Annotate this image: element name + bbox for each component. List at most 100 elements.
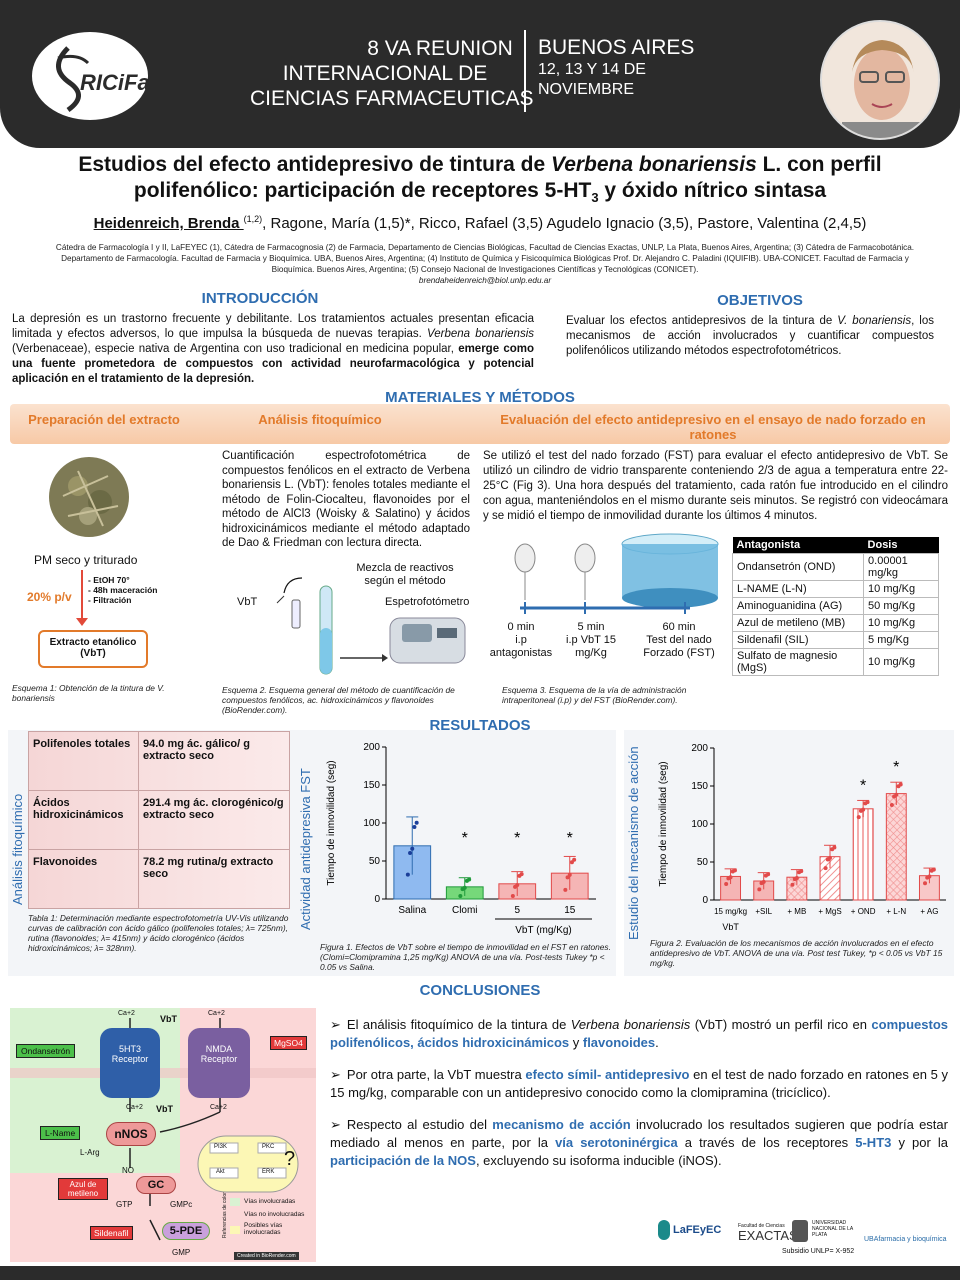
- data-point: [519, 872, 524, 877]
- prep-step: - 48h maceración: [88, 585, 158, 595]
- c3-a: Respecto al estudio del: [346, 1117, 493, 1132]
- significance-star: *: [860, 777, 866, 794]
- x-tick-label: + AG: [920, 907, 938, 916]
- ca-label: Ca+2: [208, 1010, 225, 1017]
- conclusion-2: ➢Por otra parte, la VbT muestra efecto s…: [330, 1066, 948, 1102]
- intro-text-2: (Verbenaceae), especie nativa de Argenti…: [12, 343, 459, 355]
- table-row: Ondansetrón (OND)0.00001 mg/kg: [731, 553, 939, 581]
- gtp-label: GTP: [116, 1200, 133, 1209]
- phyto-scheme-illustration: [276, 577, 466, 675]
- larg-label: L-Arg: [80, 1148, 100, 1157]
- exactas-small: Facultad de Ciencias: [738, 1223, 785, 1229]
- conclusion-3: ➢Respecto al estudio del mecanismo de ac…: [330, 1116, 948, 1170]
- data-point: [799, 869, 804, 874]
- c2-b: efecto símil- antidepresivo: [525, 1067, 690, 1082]
- prep-ratio: 20% p/v: [27, 590, 72, 604]
- c2-a: Por otra parte, la VbT muestra: [346, 1067, 526, 1082]
- c1-f: flavonoides: [582, 1035, 656, 1050]
- y-tick-label: 100: [363, 818, 380, 829]
- legend: Vías involucradas Vías no involucradas P…: [244, 1198, 316, 1236]
- mechanism-diagram: Ca+2 Ca+2 VbT 5HT3 Receptor NMDA Recepto…: [10, 1008, 316, 1262]
- group-label: VbT (mg/Kg): [515, 925, 572, 936]
- data-point: [856, 815, 861, 820]
- fig-2-caption: Figura 2. Evaluación de los mecanismos d…: [650, 938, 943, 968]
- phyto-value: 94.0 mg ác. gálico/ g extracto seco: [138, 731, 290, 791]
- poster-title: Estudios del efecto antidepresivo de tin…: [30, 152, 930, 211]
- nmda-receptor: NMDA Receptor: [200, 1044, 238, 1064]
- authors: Heidenreich, Brenda (1,2), Ragone, María…: [30, 214, 930, 232]
- exactas-logo: Facultad de Ciencias EXACTAS: [738, 1222, 798, 1242]
- y-tick-label: 150: [363, 780, 380, 791]
- objectives-text-2: , los mecanismos de acción involucrados …: [566, 315, 934, 357]
- no-label: NO: [122, 1166, 134, 1175]
- data-point: [462, 885, 467, 890]
- gmpc-label: GMPc: [170, 1200, 193, 1209]
- title-line-2b: y óxido nítrico sintasa: [598, 179, 827, 202]
- x-tick-label: + MB: [787, 907, 806, 916]
- data-point: [927, 874, 932, 879]
- phyto-value: 78.2 mg rutina/g extracto seco: [138, 849, 290, 909]
- data-point: [923, 881, 928, 886]
- contact-email: brendaheidenreich@biol.unlp.edu.ar: [418, 276, 552, 285]
- x-tick-label: Salina: [398, 905, 426, 916]
- c1-a: El análisis fitoquímico de la tintura de: [346, 1017, 571, 1032]
- scheme-3-caption: Esquema 3. Esquema de la vía de administ…: [502, 685, 687, 705]
- fig1-side-label: Actividad antidepresiva FST: [298, 768, 313, 930]
- data-point: [732, 868, 737, 873]
- table-row: Sildenafil (SIL)5 mg/Kg: [731, 631, 939, 649]
- phyto-compound: Polifenoles totales: [28, 731, 139, 791]
- title-line-2a: polifenólico: participación de receptore…: [133, 179, 592, 202]
- methods-sub-fst: Evaluación del efecto antidepresivo en e…: [500, 412, 926, 442]
- x-tick-label: +SIL: [755, 907, 772, 916]
- header-divider: [524, 30, 526, 112]
- y-tick-label: 200: [691, 743, 708, 754]
- sildenafil-box: Sildenafil: [90, 1226, 133, 1240]
- y-tick-label: 100: [691, 819, 708, 830]
- y-tick-label: 50: [697, 857, 709, 868]
- timeline-desc: i.p VbT 15: [566, 634, 616, 646]
- significance-star: *: [514, 830, 520, 847]
- ant-name: Azul de metileno (MB): [731, 614, 865, 632]
- timeline-time: 0 min: [507, 621, 535, 633]
- data-point: [510, 893, 515, 898]
- spectro-label: Espetrofotómetro: [385, 596, 470, 608]
- data-point: [563, 887, 568, 892]
- data-point: [515, 883, 520, 888]
- significance-star: *: [893, 759, 899, 776]
- lafeyec-icon: [658, 1220, 670, 1240]
- city: BUENOS AIRES: [538, 36, 695, 59]
- affiliations-text: Cátedra de Farmacología I y II, LaFEYEC …: [55, 243, 915, 274]
- phyto-method-text: Cuantificación espectrofotométrica de co…: [222, 450, 470, 549]
- prep-arrow: [81, 570, 83, 620]
- unlp-text: UNIVERSIDAD NACIONAL DE LA PLATA: [812, 1220, 853, 1238]
- y-axis-label: Tiempo de inmovilidad (seg): [326, 760, 337, 885]
- group-label: VbT: [722, 922, 739, 932]
- ant-dose: 10 mg/Kg: [863, 648, 939, 676]
- ant-header: Dosis: [863, 537, 939, 554]
- conclusions-heading: CONCLUSIONES: [419, 982, 541, 999]
- y-axis-label: Tiempo de inmovilidad (seg): [658, 761, 669, 886]
- question-mark: ?: [284, 1148, 296, 1170]
- lafeyec-text: LaFEyEC: [673, 1223, 722, 1236]
- phyto-side-label: Análisis fitoquímico: [10, 793, 25, 905]
- conf-line-2-wrap: INTERNACIONAL DE CIENCIAS FARMACEUTICAS: [250, 61, 534, 111]
- erk-label: ERK: [262, 1169, 275, 1175]
- methods-sub-phyto: Análisis fitoquímico: [258, 412, 382, 427]
- data-point: [728, 875, 733, 880]
- c3-b: mecanismo de acción: [492, 1117, 631, 1132]
- prep-output: Extracto etanólico (VbT): [38, 630, 148, 668]
- scheme-2-caption: Esquema 2. Esquema general del método de…: [222, 685, 455, 715]
- ant-name: Sildenafil (SIL): [731, 631, 865, 649]
- other-authors: , Ragone, María (1,5)*, Ricco, Rafael (3…: [262, 215, 867, 232]
- data-point: [408, 851, 413, 856]
- timeline-desc: Forzado (FST): [643, 647, 715, 659]
- data-point: [828, 855, 832, 860]
- data-point: [757, 887, 762, 892]
- x-tick-label: + L-N: [886, 907, 906, 916]
- vbt-label: VbT: [237, 596, 258, 608]
- main-author: Heidenreich, Brenda: [93, 215, 244, 232]
